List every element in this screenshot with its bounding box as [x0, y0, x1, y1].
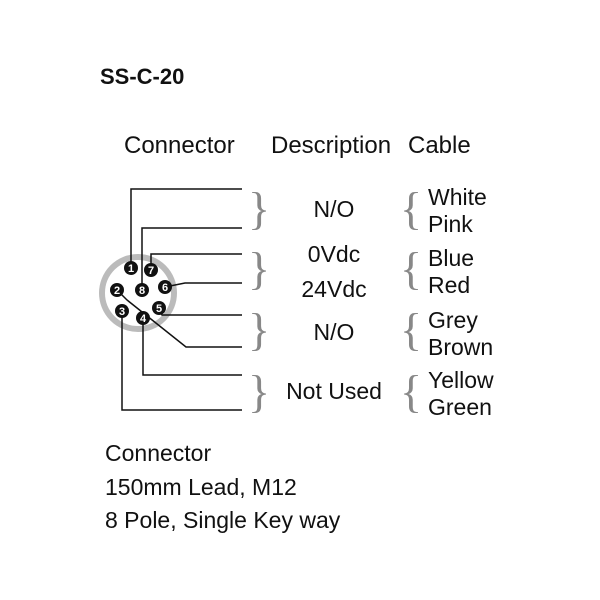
close-brace-group-2: } — [248, 243, 270, 294]
connector-ring — [99, 254, 177, 332]
cable-blue: Blue — [428, 245, 475, 271]
close-brace-group-1: } — [248, 183, 270, 234]
pin-5 — [152, 301, 166, 315]
header-cable: Cable — [408, 132, 471, 159]
footer-pole-spec: 8 Pole, Single Key way — [105, 507, 341, 533]
cable-green: Green — [428, 394, 492, 420]
pin-7 — [144, 263, 158, 277]
wire-pin-4 — [142, 318, 242, 376]
close-brace-group-3: } — [248, 304, 270, 355]
description-group-2-line-1: 0Vdc — [307, 241, 361, 267]
cable-yellow: Yellow — [428, 367, 494, 393]
cable-pink: Pink — [428, 211, 473, 237]
pin-1 — [124, 261, 138, 275]
description-group-4: Not Used — [286, 378, 382, 404]
wire-pin-1 — [130, 188, 242, 268]
diagram-title: SS-C-20 — [100, 64, 185, 89]
pin-5-label: 5 — [156, 303, 162, 315]
pin-7-label: 7 — [148, 265, 154, 277]
pin-4 — [136, 311, 150, 325]
cable-grey: Grey — [428, 307, 478, 333]
pin-3 — [115, 304, 129, 318]
cable-white: White — [428, 184, 487, 210]
wire-pin-2 — [116, 289, 242, 348]
pin-4-label: 4 — [140, 313, 147, 325]
wire-pin-8 — [141, 227, 242, 290]
cable-brown: Brown — [428, 334, 494, 360]
pin-8 — [135, 283, 149, 297]
pin-6-label: 6 — [162, 282, 168, 294]
pin-8-label: 8 — [139, 285, 145, 297]
close-brace-group-4: } — [248, 366, 270, 417]
cable-red: Red — [428, 272, 471, 298]
description-group-3: N/O — [313, 319, 355, 345]
wire-pin-3 — [121, 311, 242, 411]
connector-pins: 1 2 3 4 5 6 7 8 — [110, 261, 172, 325]
pin-3-label: 3 — [119, 306, 125, 318]
pin-2-label: 2 — [114, 285, 120, 297]
pin-1-label: 1 — [128, 263, 134, 275]
header-connector: Connector — [124, 132, 235, 159]
open-brace-group-1: { — [400, 183, 422, 234]
open-brace-group-2: { — [400, 243, 422, 294]
footer-lead-spec: 150mm Lead, M12 — [105, 474, 297, 500]
open-brace-group-4: { — [400, 366, 422, 417]
footer-connector-label: Connector — [105, 440, 212, 466]
pin-2 — [110, 283, 124, 297]
wire-pin-6 — [164, 282, 242, 288]
description-group-1: N/O — [313, 196, 355, 222]
pin-6 — [158, 280, 172, 294]
description-group-2-line-2: 24Vdc — [301, 276, 367, 302]
open-brace-group-3: { — [400, 304, 422, 355]
header-description: Description — [271, 132, 392, 159]
